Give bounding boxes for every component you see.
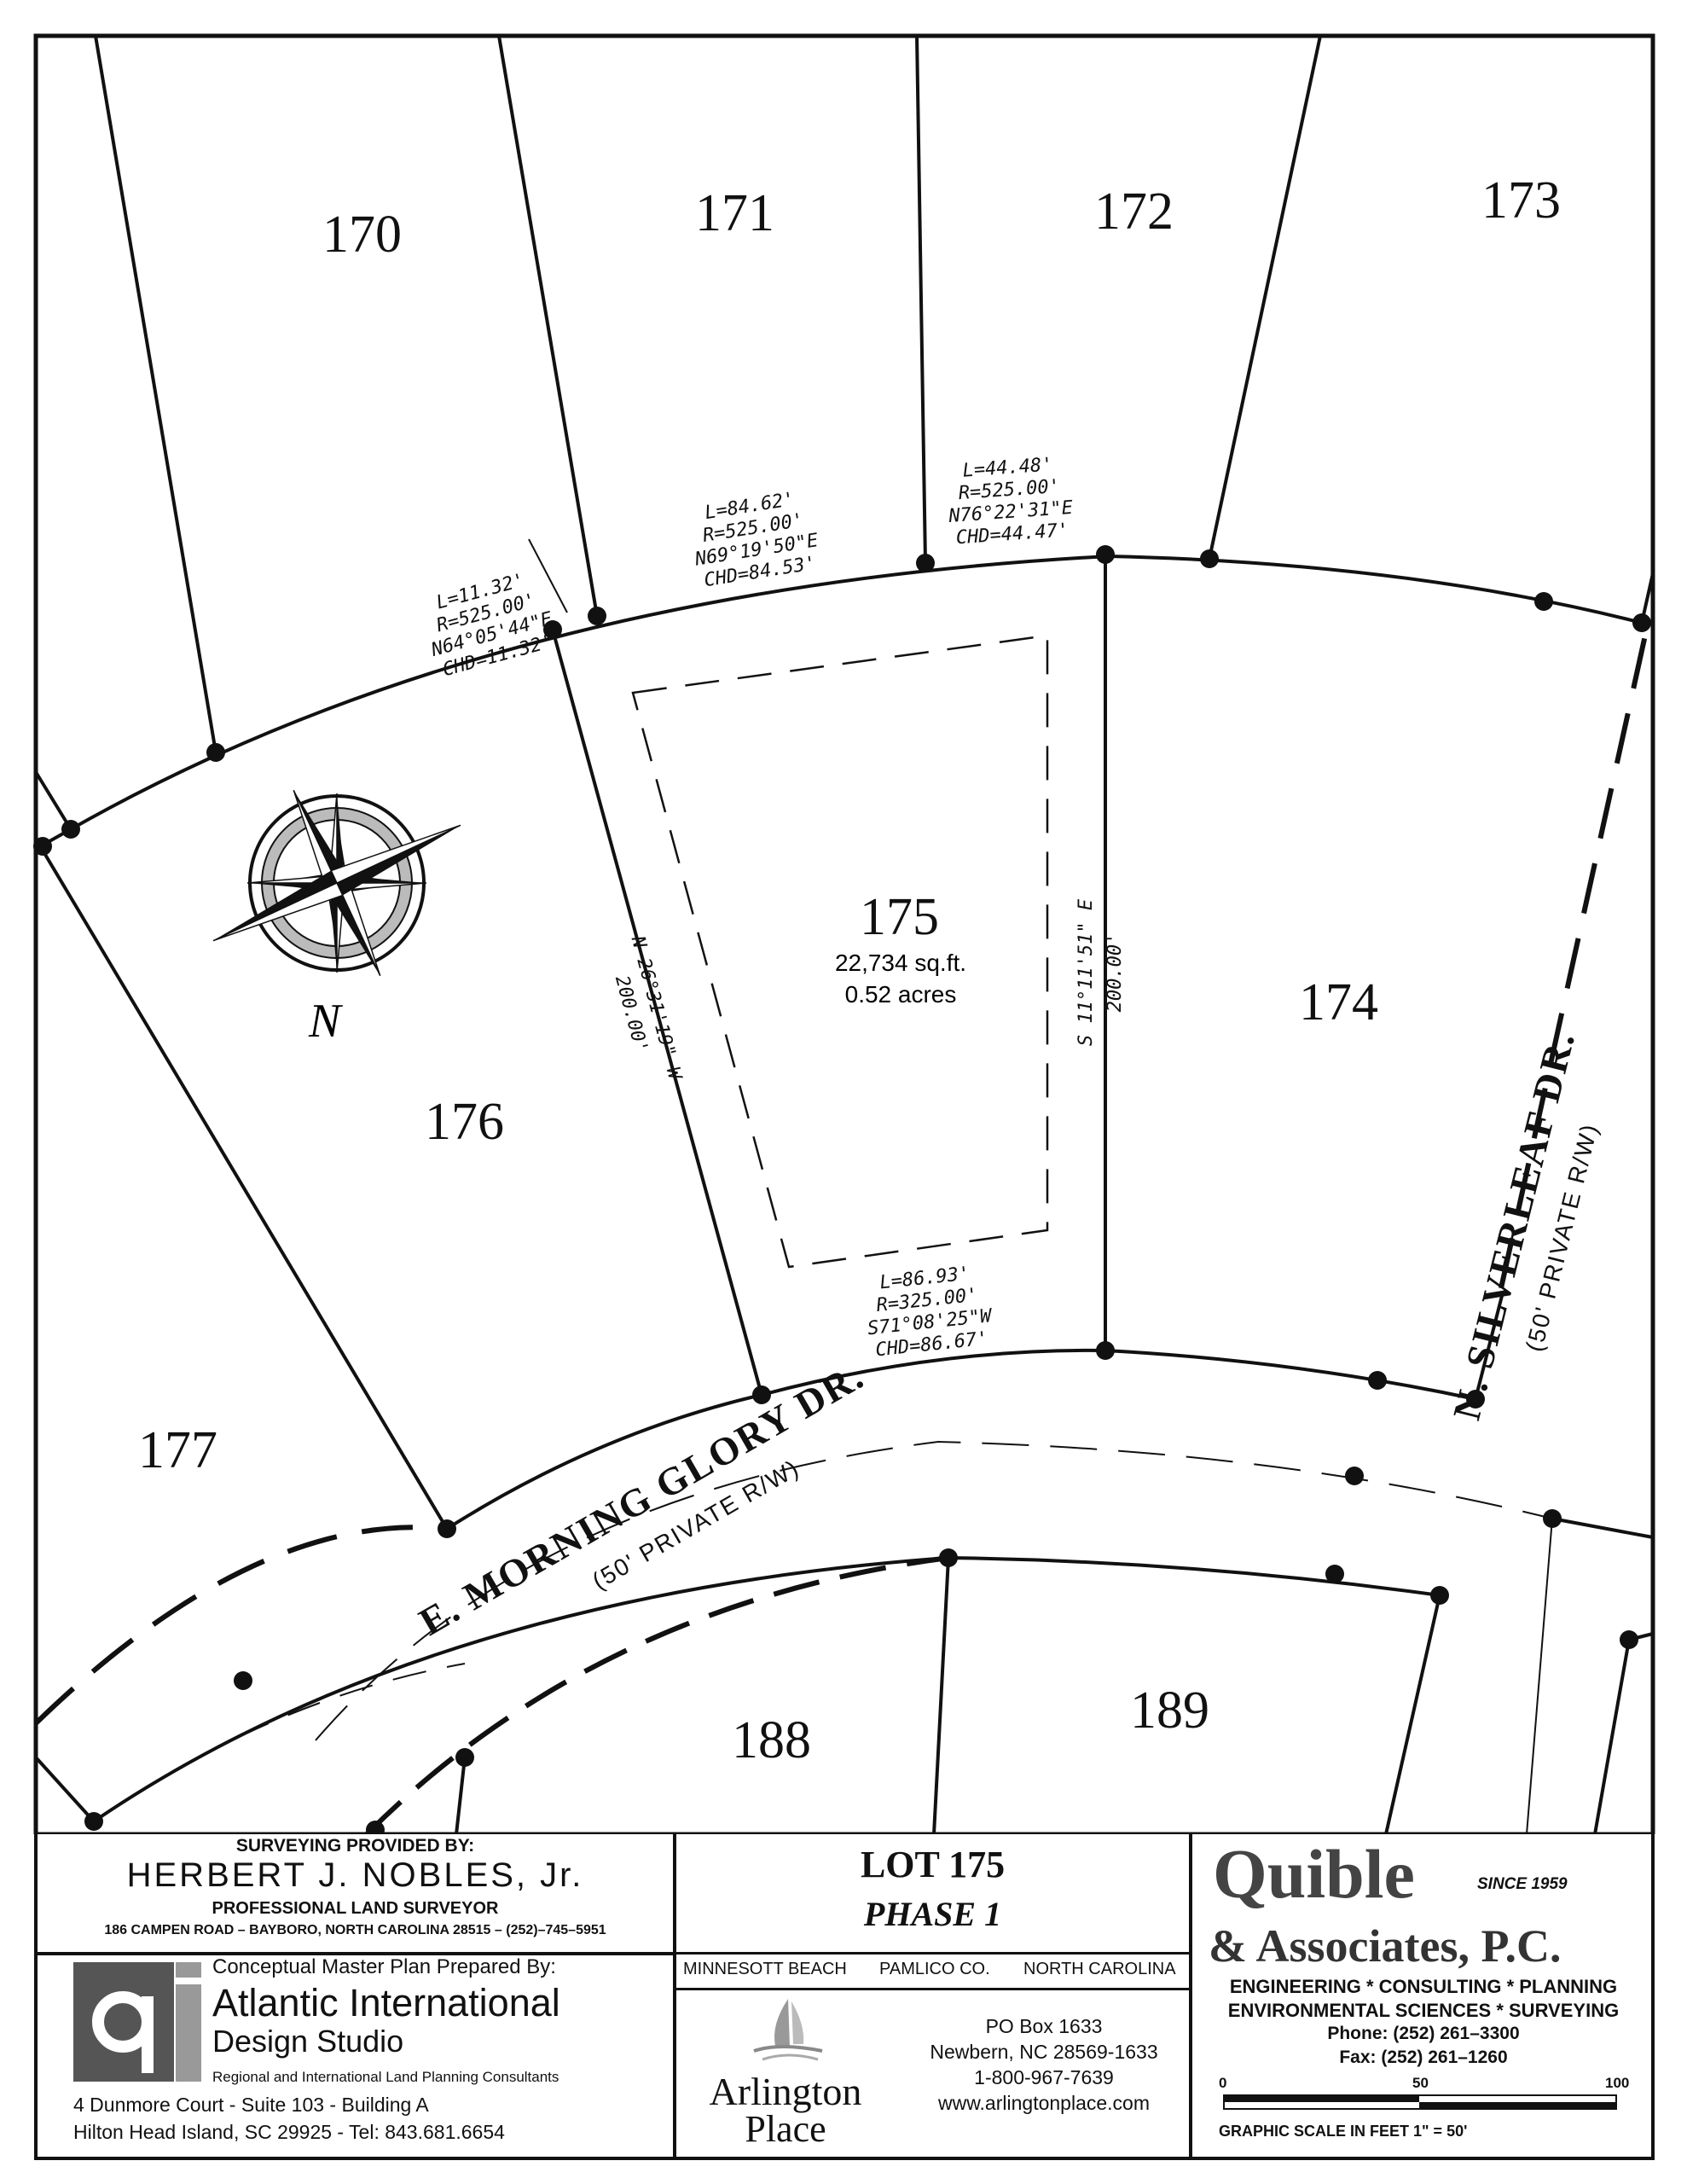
scale-caption: GRAPHIC SCALE IN FEET 1" = 50' — [1219, 2123, 1468, 2140]
arlington-city: Newbern, NC 28569-1633 — [930, 2041, 1158, 2063]
phase-title: PHASE 1 — [863, 1895, 1002, 1933]
morning-glory-dashed-north — [33, 1525, 448, 1726]
north-arc-line — [35, 554, 1643, 851]
lot-175-acres: 0.52 acres — [845, 981, 957, 1008]
curve-1-leader — [528, 538, 568, 613]
morning-glory-south-line — [92, 1555, 1441, 1823]
compass-rose-icon — [212, 789, 461, 977]
divider-2 — [1189, 1834, 1192, 2157]
lot-line-177-bottom — [34, 1756, 96, 1823]
lot-label-177: 177 — [138, 1421, 217, 1479]
road-edge-right — [1551, 1517, 1654, 1539]
lot-line-189-right — [1384, 1594, 1441, 1834]
surveyor-address: 186 CAMPEN ROAD – BAYBORO, NORTH CAROLIN… — [104, 1923, 606, 1937]
designer-name-2: Design Studio — [212, 2024, 404, 2059]
lot-line-188-189 — [932, 1557, 950, 1834]
arlington-po: PO Box 1633 — [985, 2015, 1103, 2037]
corner-markers — [33, 545, 1651, 1834]
lot-line-far-right — [1593, 1639, 1631, 1834]
lot-line-170-171 — [497, 35, 599, 617]
location-state: NORTH CAROLINA — [1023, 1960, 1176, 1978]
surveyor-name: HERBERT J. NOBLES, Jr. — [126, 1856, 584, 1894]
lot-175-sqft: 22,734 sq.ft. — [835, 950, 966, 976]
lot-label-171: 171 — [695, 184, 774, 242]
silverleaf-west-line — [1474, 1292, 1504, 1400]
arlington-phone: 1-800-967-7639 — [974, 2066, 1114, 2088]
lot-line-172-173 — [1208, 35, 1322, 560]
divider-h3 — [676, 1988, 1189, 1990]
lot-line-188-left — [455, 1757, 467, 1834]
silverleaf-label: N. SILVERLEAF DR. (50' PRIVATE R/W) — [1445, 1026, 1603, 1424]
surveyor-title: PROFESSIONAL LAND SURVEYOR — [212, 1899, 499, 1918]
morning-glory-label: E. MORNING GLORY DR. (50' PRIVATE R/W) — [412, 1353, 872, 1643]
designer-tagline: Regional and International Land Planning… — [212, 2069, 559, 2085]
quible-name: Quible — [1213, 1835, 1415, 1913]
divider-h1 — [38, 1952, 673, 1955]
quible-services-2: ENVIRONMENTAL SCIENCES * SURVEYING — [1227, 2000, 1620, 2021]
location-town: MINNESOTT BEACH — [683, 1960, 847, 1978]
curve-4-label: L=86.93' R=325.00' S71°08'25"W CHD=86.67… — [867, 1263, 994, 1362]
lot-line-170-left — [94, 35, 217, 753]
arlington-brand-1: Arlington — [709, 2070, 862, 2113]
west-bearing-label: N 26°31'19" W 200.00' — [611, 933, 686, 1083]
plat-map: 170 171 172 173 174 175 176 177 188 189 … — [33, 33, 1655, 1834]
lot-label-188: 188 — [732, 1711, 811, 1769]
quible-fax: Fax: (252) 261–1260 — [1339, 2048, 1508, 2067]
designer-heading: Conceptual Master Plan Prepared By: — [212, 1955, 556, 1978]
curve-3-label: L=44.48' R=525.00' N76°22'31"E CHD=44.47… — [948, 454, 1075, 549]
svg-text:200.00': 200.00' — [1104, 933, 1126, 1013]
location-county: PAMLICO CO. — [879, 1960, 990, 1978]
lot-175-west-line — [551, 629, 763, 1396]
lot-label-175: 175 — [860, 888, 939, 946]
morning-glory-dashed-south — [364, 1555, 949, 1834]
arlington-web: www.arlingtonplace.com — [937, 2092, 1150, 2114]
silverleaf-dashed-edge — [1499, 630, 1649, 1289]
curve-2-label: L=84.62' R=525.00' N69°19'50"E CHD=84.53… — [693, 489, 820, 591]
aids-logo-icon — [73, 1962, 201, 2082]
lot-label-172: 172 — [1094, 183, 1174, 241]
svg-text:S 11°11'51" E: S 11°11'51" E — [1075, 898, 1097, 1046]
lot-line-176-top — [34, 770, 72, 831]
lot-label-170: 170 — [322, 206, 402, 264]
morning-glory-centerline-west — [93, 1663, 466, 1822]
lot-label-173: 173 — [1481, 171, 1561, 229]
lot-line-176-177 — [43, 851, 449, 1531]
morning-glory-north-line — [445, 1393, 762, 1531]
title-block: SURVEYING PROVIDED BY: HERBERT J. NOBLES… — [34, 1834, 1655, 2160]
map-border — [33, 33, 1655, 1834]
quible-phone: Phone: (252) 261–3300 — [1327, 2024, 1520, 2043]
north-label: N — [308, 995, 343, 1048]
lot-label-189: 189 — [1130, 1682, 1209, 1740]
divider-h2 — [676, 1952, 1189, 1955]
quible-services-1: ENGINEERING * CONSULTING * PLANNING — [1229, 1976, 1618, 1997]
divider-1 — [673, 1834, 676, 2157]
east-bearing-label: S 11°11'51" E 200.00' — [1075, 898, 1126, 1046]
quible-since: SINCE 1959 — [1477, 1875, 1568, 1893]
building-envelope — [631, 634, 1049, 1269]
scale-label-0: 0 — [1219, 2075, 1227, 2091]
designer-address-2: Hilton Head Island, SC 29925 - Tel: 843.… — [73, 2121, 505, 2143]
designer-name-1: Atlantic International — [212, 1981, 560, 2024]
designer-address-1: 4 Dunmore Court - Suite 103 - Building A — [73, 2094, 429, 2116]
quible-name-2: & Associates, P.C. — [1209, 1920, 1562, 1972]
lot-label-174: 174 — [1299, 973, 1378, 1031]
surveyor-heading: SURVEYING PROVIDED BY: — [235, 1836, 475, 1856]
lot-line-171-172 — [915, 35, 927, 564]
road-dashes — [33, 630, 1649, 1834]
arlington-brand-2: Place — [745, 2108, 826, 2150]
curve-1-label: L=11.32' R=525.00' N64°05'44"E CHD=11.32… — [428, 570, 555, 681]
lot-lines — [34, 35, 1655, 1834]
silverleaf-east-line — [1526, 1518, 1553, 1834]
arlington-sail-logo-icon — [753, 1999, 823, 2061]
scale-label-50: 50 — [1412, 2075, 1429, 2091]
lot-label-176: 176 — [425, 1093, 504, 1151]
graphic-scale-bar — [1223, 2094, 1617, 2110]
scale-label-100: 100 — [1605, 2075, 1630, 2091]
lot-title: LOT 175 — [860, 1844, 1006, 1885]
